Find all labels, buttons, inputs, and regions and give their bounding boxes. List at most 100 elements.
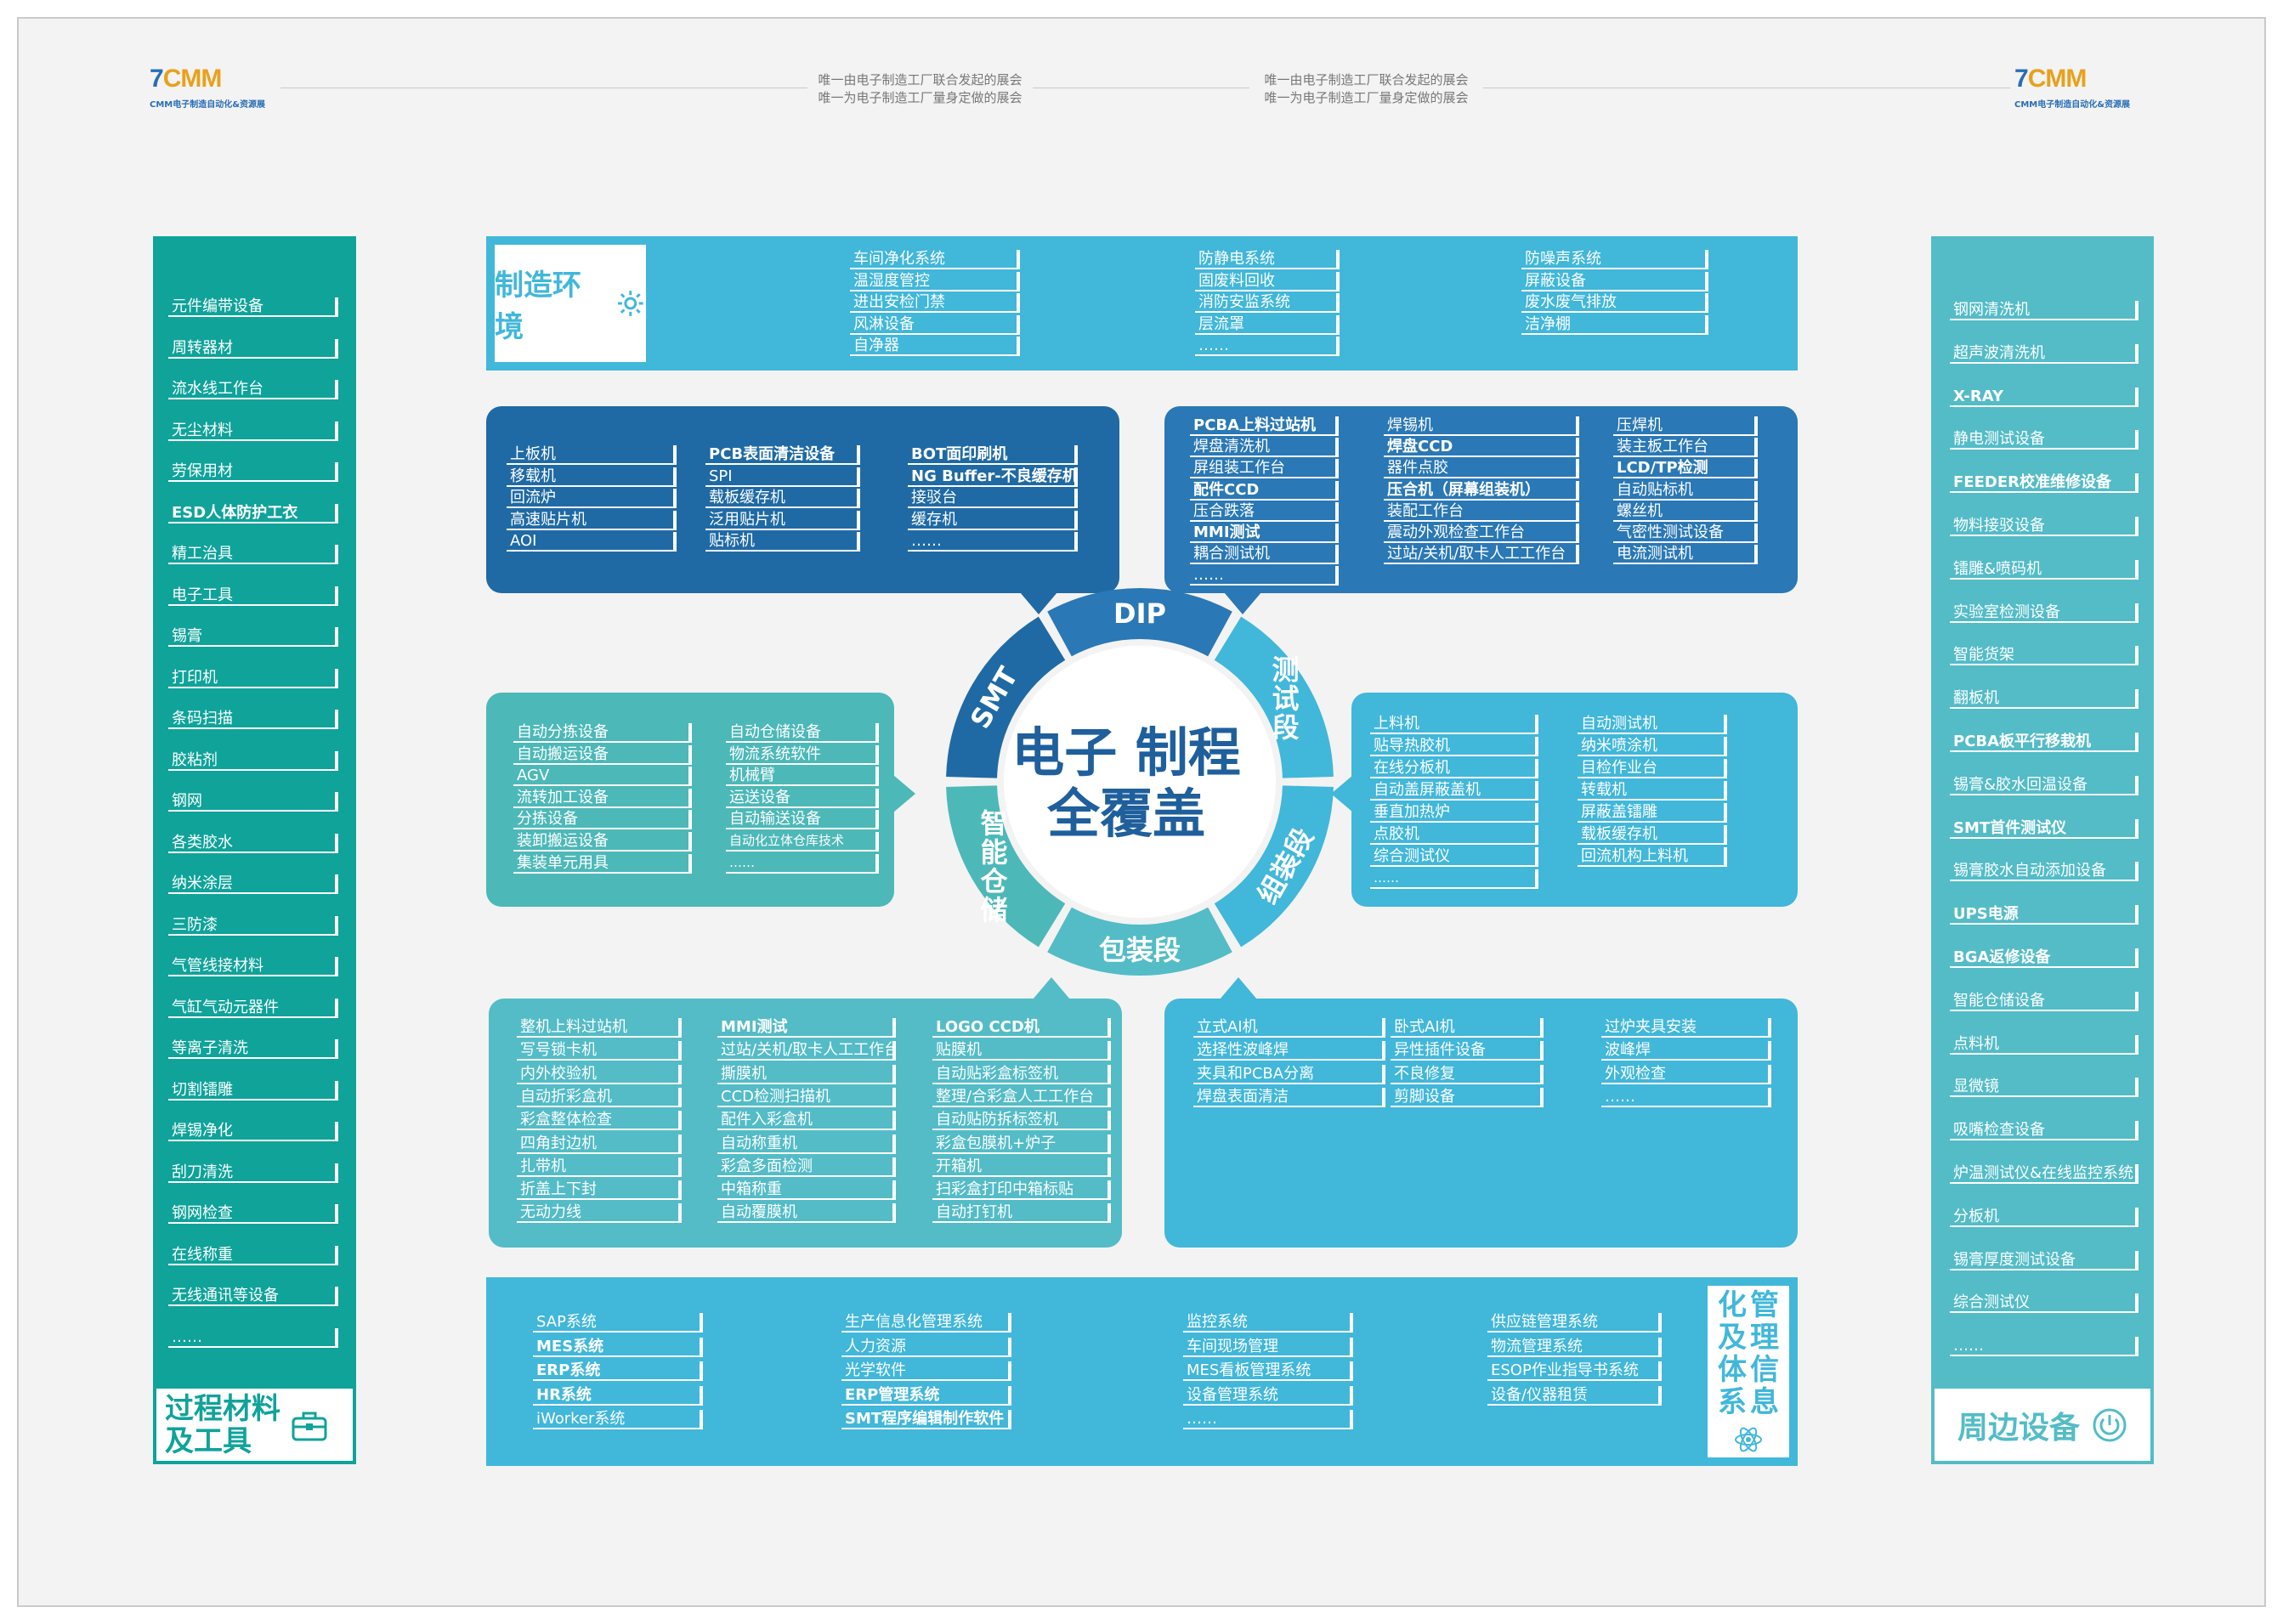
- list-item: 炉温测试仪&在线监控系统: [1950, 1164, 2139, 1184]
- list-item: 外观检查: [1601, 1064, 1771, 1084]
- slogan-line: 唯一为电子制造工厂量身定做的展会: [818, 90, 1023, 105]
- list-item: 配件入彩盒机: [717, 1111, 896, 1131]
- list-item: 四角封边机: [517, 1134, 682, 1154]
- list-item: 装卸搬运设备: [513, 832, 692, 852]
- slogan-line: 唯一为电子制造工厂量身定做的展会: [1264, 90, 1469, 105]
- list-item: 镭雕&喷码机: [1950, 559, 2139, 580]
- list-item: 泛用贴片机: [705, 510, 860, 530]
- list-item: PCB表面清洁设备: [705, 445, 860, 465]
- slogan-line: 唯一由电子制造工厂联合发起的展会: [818, 72, 1023, 88]
- list-item: 锡膏胶水自动添加设备: [1950, 862, 2139, 882]
- list-item: 选择性波峰焊: [1193, 1041, 1385, 1061]
- packaging-panel: 整机上料过站机写号锁卡机内外校验机自动折彩盒机彩盒整体检查四角封边机扎带机折盖上…: [489, 999, 1122, 1248]
- list-item: ……: [1190, 566, 1339, 586]
- list-item: BGA返修设备: [1950, 948, 2139, 968]
- environment-header: 制造环境: [495, 245, 646, 362]
- list-item: 回流机构上料机: [1578, 847, 1727, 867]
- list-item: 等离子清洗: [168, 1039, 338, 1059]
- list-item: 胶粘剂: [168, 750, 338, 771]
- list-item: 智能货架: [1950, 646, 2139, 666]
- list-item: 压焊机: [1613, 416, 1758, 436]
- list-item: 无动力线: [517, 1203, 682, 1224]
- list-item: SPI: [705, 467, 860, 487]
- list-item: iWorker系统: [533, 1410, 703, 1429]
- list-item: 过站/关机/取卡人工工作台: [717, 1041, 896, 1061]
- list-item: 劳保用材: [168, 462, 338, 482]
- list-item: 自动仓储设备: [726, 723, 879, 743]
- power-icon: [2093, 1408, 2127, 1441]
- list-item: 过炉夹具安装: [1601, 1018, 1771, 1038]
- test-panel: 上料机贴导热胶机在线分板机自动盖屏蔽盖机垂直加热炉点胶机综合测试仪……自动测试机…: [1351, 693, 1798, 907]
- list-item: 自动测试机: [1578, 715, 1727, 734]
- list-item: ERP管理系统: [841, 1385, 1011, 1406]
- list-item: 装配工作台: [1384, 501, 1579, 522]
- list-item: 人力资源: [841, 1337, 1011, 1357]
- list-item: 中箱称重: [717, 1180, 896, 1201]
- list-item: 流转加工设备: [513, 788, 692, 808]
- list-item: 写号锁卡机: [517, 1041, 682, 1061]
- gear-icon: [618, 291, 644, 316]
- list-item: 配件CCD: [1190, 480, 1339, 501]
- list-item: 精工治具: [168, 545, 338, 564]
- list-item: 屏蔽盖镭雕: [1578, 803, 1727, 823]
- list-item: ……: [1601, 1087, 1771, 1107]
- list-item: 自动搬运设备: [513, 744, 692, 765]
- list-item: MMI测试: [717, 1018, 896, 1038]
- list-item: 锡膏&胶水回温设备: [1950, 775, 2139, 795]
- list-item: 刮刀清洗: [168, 1163, 338, 1183]
- list-item: 接驳台: [908, 489, 1078, 508]
- center-title: 电子 制程 全覆盖: [986, 722, 1266, 845]
- storage-callout: [893, 775, 915, 812]
- list-item: 移载机: [507, 467, 677, 487]
- list-item: 器件点胶: [1384, 459, 1579, 479]
- list-item: 目检作业台: [1578, 759, 1727, 778]
- list-item: 开箱机: [932, 1157, 1111, 1177]
- toolbox-icon: [292, 1412, 327, 1440]
- list-item: 卧式AI机: [1391, 1018, 1544, 1038]
- list-item: 焊盘清洗机: [1190, 438, 1339, 458]
- list-item: FEEDER校准维修设备: [1950, 473, 2139, 494]
- list-item: 洁净棚: [1521, 314, 1708, 335]
- list-item: 屏组装工作台: [1190, 459, 1339, 479]
- list-item: 电流测试机: [1613, 545, 1758, 565]
- list-item: ESD人体防护工衣: [168, 503, 338, 523]
- list-item: 整理/合彩盒人工工作台: [932, 1087, 1111, 1107]
- list-item: 压合跌落: [1190, 501, 1339, 522]
- list-item: ……: [726, 853, 879, 874]
- list-item: 钢网: [168, 792, 338, 812]
- peripheral-equipment-header: 周边设备: [1935, 1389, 2150, 1461]
- slogan-block: 唯一由电子制造工厂联合发起的展会 唯一为电子制造工厂量身定做的展会: [807, 71, 1033, 107]
- list-item: AOI: [507, 532, 677, 552]
- list-item: 机械臂: [726, 767, 879, 787]
- list-item: 运送设备: [726, 788, 879, 808]
- list-item: 集装单元用具: [513, 853, 692, 874]
- list-item: 彩盒包膜机+炉子: [932, 1134, 1111, 1154]
- list-item: 转载机: [1578, 781, 1727, 801]
- process-materials-header: 过程材料 及工具: [156, 1389, 353, 1461]
- list-item: 彩盒多面检测: [717, 1157, 896, 1177]
- list-item: SAP系统: [533, 1313, 703, 1333]
- list-item: 高速贴片机: [507, 510, 677, 530]
- title-char: 管: [1750, 1288, 1779, 1322]
- list-item: 设备/仪器租赁: [1487, 1385, 1662, 1406]
- list-item: 在线分板机: [1370, 759, 1538, 778]
- list-item: 监控系统: [1183, 1313, 1353, 1333]
- list-item: 物流管理系统: [1487, 1337, 1662, 1357]
- list-item: 打印机: [168, 668, 338, 688]
- list-item: 条码扫描: [168, 710, 338, 729]
- manufacturing-environment-panel: 制造环境 车间净化系统温湿度管控进出安检门禁风淋设备自净器防静电系统固废料回收消…: [486, 236, 1798, 371]
- list-item: 电子工具: [168, 586, 338, 606]
- list-item: 自净器: [850, 337, 1020, 356]
- list-item: 压合机（屏幕组装机）: [1384, 480, 1579, 501]
- list-item: 消防安监系统: [1195, 293, 1340, 313]
- list-item: 回流炉: [507, 489, 677, 508]
- panel-title: 过程材料: [165, 1391, 280, 1426]
- list-item: 三防漆: [168, 915, 338, 936]
- assembly-callout: [1220, 977, 1257, 999]
- list-item: 切割镭雕: [168, 1080, 338, 1101]
- list-item: 波峰焊: [1601, 1041, 1771, 1061]
- center-line: 全覆盖: [1046, 783, 1205, 845]
- list-item: 焊锡机: [1384, 416, 1579, 436]
